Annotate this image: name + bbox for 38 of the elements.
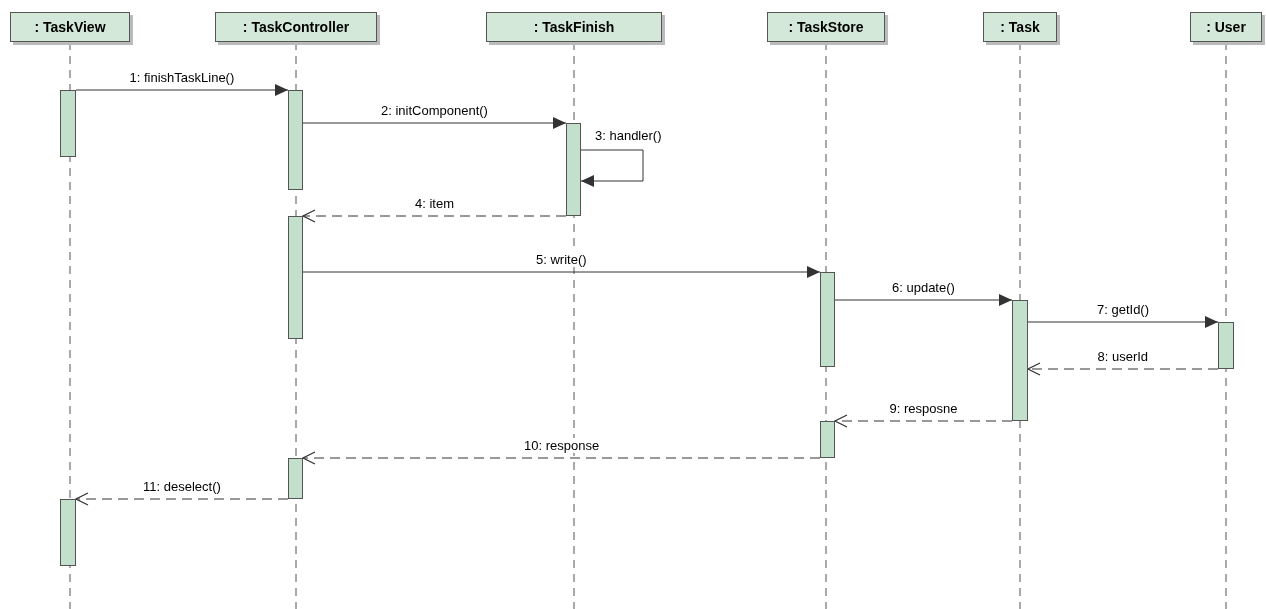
message-label: 7: getId(): [1095, 302, 1152, 317]
return-arrow: [302, 209, 567, 223]
lifeline-head: : Task: [983, 12, 1057, 42]
activation-bar: [820, 272, 835, 367]
message-arrow: [1027, 316, 1219, 328]
return-arrow: [834, 414, 1013, 428]
activation-bar: [566, 123, 581, 216]
message-label: 5: write(): [534, 252, 589, 267]
activation-bar: [288, 216, 303, 339]
lifeline-head: : User: [1190, 12, 1262, 42]
message-label: 1: finishTaskLine(): [127, 70, 237, 85]
activation-bar: [60, 499, 76, 566]
return-arrow: [302, 451, 821, 465]
message-label: 8: userId: [1095, 349, 1151, 364]
return-arrow: [75, 492, 289, 506]
lifeline-head: : TaskFinish: [486, 12, 662, 42]
activation-bar: [60, 90, 76, 157]
message-label: 6: update(): [890, 280, 957, 295]
self-message-arrow: [580, 149, 644, 187]
activation-bar: [820, 421, 835, 458]
lifeline-head: : TaskController: [215, 12, 377, 42]
message-arrow: [302, 117, 567, 129]
activation-bar: [288, 90, 303, 190]
activation-bar: [1012, 300, 1028, 421]
message-label: 4: item: [413, 196, 456, 211]
message-arrow: [834, 294, 1013, 306]
message-label: 9: resposne: [887, 401, 960, 416]
message-label: 2: initComponent(): [379, 103, 490, 118]
message-label: 10: response: [522, 438, 602, 453]
message-arrow: [75, 84, 289, 96]
lifeline-head: : TaskView: [10, 12, 130, 42]
message-label: 11: deselect(): [141, 479, 223, 494]
activation-bar: [1218, 322, 1234, 369]
message-arrow: [302, 266, 821, 278]
lifeline-head: : TaskStore: [767, 12, 885, 42]
return-arrow: [1027, 362, 1219, 376]
activation-bar: [288, 458, 303, 499]
message-label: 3: handler(): [593, 128, 664, 143]
